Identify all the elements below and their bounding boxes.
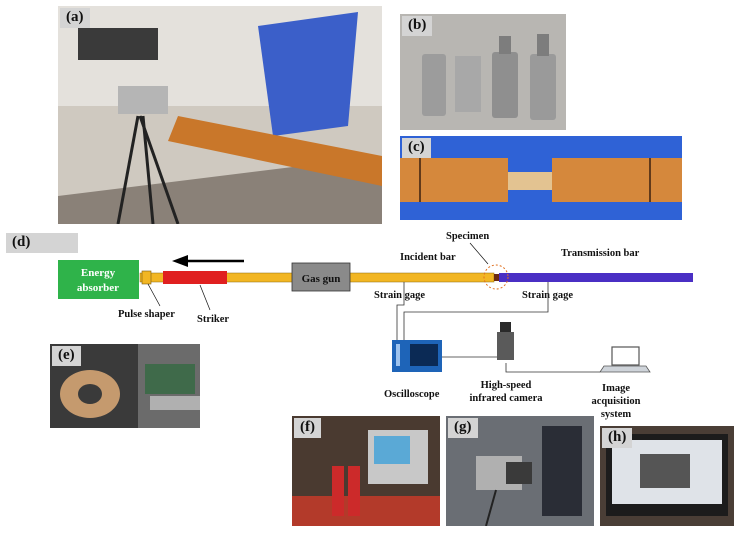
acquisition-label-2: acquisition (591, 396, 640, 407)
photo-panel-a: (a) (58, 6, 382, 224)
photo-panel-e: (e) (50, 344, 200, 428)
camera-lens (500, 322, 511, 332)
oscilloscope-screen (410, 344, 438, 366)
gas-gun-box (291, 262, 351, 292)
acquisition-monitor-photo (600, 426, 734, 526)
arrow-head (172, 255, 188, 267)
energy-absorber-box (58, 260, 139, 299)
photo-panel-h: (h) (600, 426, 734, 526)
camera-icon (497, 332, 514, 360)
panel-label-a: (a) (60, 8, 90, 28)
photo-panel-b: (b) (400, 14, 566, 130)
panel-label-g: (g) (448, 418, 478, 438)
oscilloscope-label: Oscilloscope (384, 389, 440, 400)
striker (163, 271, 227, 284)
strain-gage-left-label: Strain gage (374, 290, 425, 301)
photo-panel-c: (c) (400, 136, 682, 220)
pulse-shaper-leader (147, 283, 161, 307)
camera-label-2: infrared camera (470, 393, 544, 404)
panel-label-h: (h) (602, 428, 633, 448)
laptop-icon (611, 346, 640, 366)
wire-camera-pc (505, 363, 600, 373)
transmission-bar-label: Transmission bar (561, 248, 640, 259)
gas-gun-label: Gas gun (302, 273, 341, 285)
striker-leader (199, 284, 211, 311)
lab-setup-photo (58, 6, 382, 224)
acquisition-label-3: system (601, 409, 632, 420)
panel-label-d: (d) (6, 233, 78, 253)
panel-label-b: (b) (402, 16, 433, 36)
wire-right-gage (403, 282, 549, 346)
specimen-label: Specimen (446, 231, 489, 242)
acquisition-label-1: Image (602, 383, 630, 394)
strain-gage-right-label: Strain gage (522, 290, 573, 301)
pulse-shaper (141, 270, 152, 285)
wire-left-gage (396, 282, 405, 346)
specimen-parts-photo (400, 14, 566, 130)
pulse-shaper-label: Pulse shaper (118, 309, 175, 320)
striker-label: Striker (197, 314, 229, 325)
energy-absorber-label-2: absorber (77, 282, 119, 294)
pulse-shaper-photo (50, 344, 200, 428)
photo-panel-f: (f) (292, 416, 440, 526)
laptop-base (599, 365, 651, 373)
panel-label-c: (c) (402, 138, 431, 158)
panel-label-f: (f) (294, 418, 321, 438)
specimen-block (494, 274, 499, 281)
oscilloscope-icon (392, 340, 442, 372)
incident-bar (139, 272, 495, 283)
specimen-closeup-photo (400, 136, 682, 220)
incident-bar-label: Incident bar (400, 252, 456, 263)
oscilloscope-knob (396, 344, 400, 366)
specimen-leader (469, 242, 489, 265)
photo-panel-g: (g) (446, 416, 594, 526)
transmission-bar (499, 273, 693, 282)
energy-absorber-label-1: Energy (81, 267, 116, 279)
specimen-marker (483, 264, 509, 290)
panel-label-e: (e) (52, 346, 81, 366)
camera-label-1: High-speed (481, 380, 532, 391)
